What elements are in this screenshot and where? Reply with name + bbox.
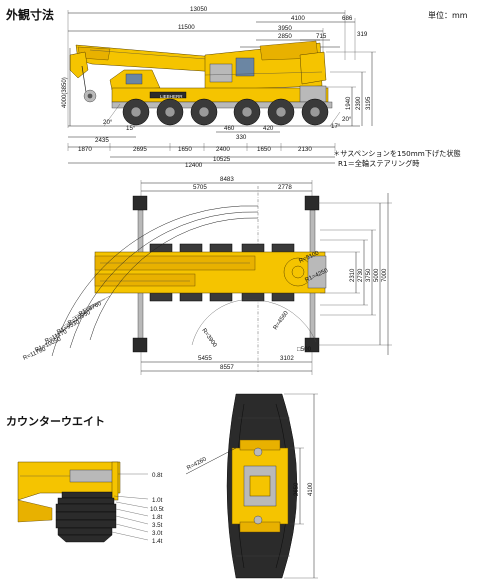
plan-view: 8483 5705 2778 <box>22 176 392 375</box>
side-wheels <box>122 98 329 126</box>
angle-15: 15° <box>126 125 136 132</box>
angle-17: 17° <box>331 123 341 130</box>
counterweight-heading: カウンターウエイト <box>6 415 105 428</box>
dim-7000: 7000 <box>382 268 388 282</box>
note-suspension: ＊サスペンションを150mm下げた状態 <box>333 149 461 158</box>
angle-20-rear: 20° <box>342 116 352 123</box>
side-view: 13050 4100 686 11500 3950 2850 715 319 L… <box>62 6 376 169</box>
radius-r-4560: R=4560 <box>273 310 290 331</box>
dim-2850: 2850 <box>278 33 292 40</box>
weight-10-5t: 10.5t <box>150 506 164 513</box>
dim-2778: 2778 <box>278 184 292 191</box>
dim-5000: 5000 <box>374 268 380 282</box>
dim-5705: 5705 <box>193 184 207 191</box>
counterweight-side-view: 0.8t 1.0t 10.5t 1.8t 3.5t 3.0t 1.4t <box>17 461 164 545</box>
dim-460: 460 <box>224 125 235 132</box>
dim-3195: 3195 <box>366 96 372 110</box>
dim-2390: 2390 <box>356 96 362 110</box>
dim-2730: 2730 <box>358 268 364 282</box>
pad-size: □500 <box>297 346 312 353</box>
weight-3-5t: 3.5t <box>152 522 163 529</box>
weight-1-8t: 1.8t <box>152 514 163 521</box>
dim-3750: 3750 <box>366 268 372 282</box>
dim-1870: 1870 <box>78 146 92 153</box>
weight-3-0t: 3.0t <box>152 530 163 537</box>
counterweight-plan-view: R=4260 2650 4100 <box>185 393 318 579</box>
dim-1940: 1940 <box>346 96 352 110</box>
dim-13050: 13050 <box>190 6 208 13</box>
dim-11500: 11500 <box>178 24 195 31</box>
dim-4000: 4000(3850) <box>62 77 68 108</box>
weight-1-0t: 1.0t <box>152 497 163 504</box>
unit-label: 単位：mm <box>428 10 468 20</box>
radius-r-3900: R=3900 <box>200 328 217 349</box>
dim-715: 715 <box>316 33 327 40</box>
dim-3950: 3950 <box>278 25 292 32</box>
dim-2435: 2435 <box>95 137 109 144</box>
dim-1650-b: 1650 <box>257 146 271 153</box>
dim-2695: 2695 <box>133 146 147 153</box>
cw-dim-4100: 4100 <box>308 482 314 496</box>
angle-20-front: 20° <box>103 119 113 126</box>
dim-2400: 2400 <box>216 146 230 153</box>
svg-text:LIEBHERR: LIEBHERR <box>160 94 183 99</box>
dim-8557: 8557 <box>220 364 234 371</box>
dimensions-heading: 外観寸法 <box>6 7 54 22</box>
dim-4100: 4100 <box>291 15 305 22</box>
dim-2130: 2130 <box>298 146 312 153</box>
dim-330: 330 <box>236 134 247 141</box>
dim-12400: 12400 <box>185 162 203 169</box>
note-r1: R1＝全輪ステアリング時 <box>338 159 419 168</box>
weight-1-4t: 1.4t <box>152 538 163 545</box>
dim-10525: 10525 <box>213 156 231 163</box>
cw-dim-2650: 2650 <box>294 482 300 496</box>
dim-8483: 8483 <box>220 176 234 183</box>
dim-5455: 5455 <box>198 355 212 362</box>
dim-319: 319 <box>357 31 368 38</box>
weight-0-8t: 0.8t <box>152 472 163 479</box>
dim-3102: 3102 <box>280 355 294 362</box>
dim-420: 420 <box>263 125 274 132</box>
dim-1650-a: 1650 <box>178 146 192 153</box>
dim-2310: 2310 <box>350 268 356 282</box>
dim-686: 686 <box>342 15 353 22</box>
